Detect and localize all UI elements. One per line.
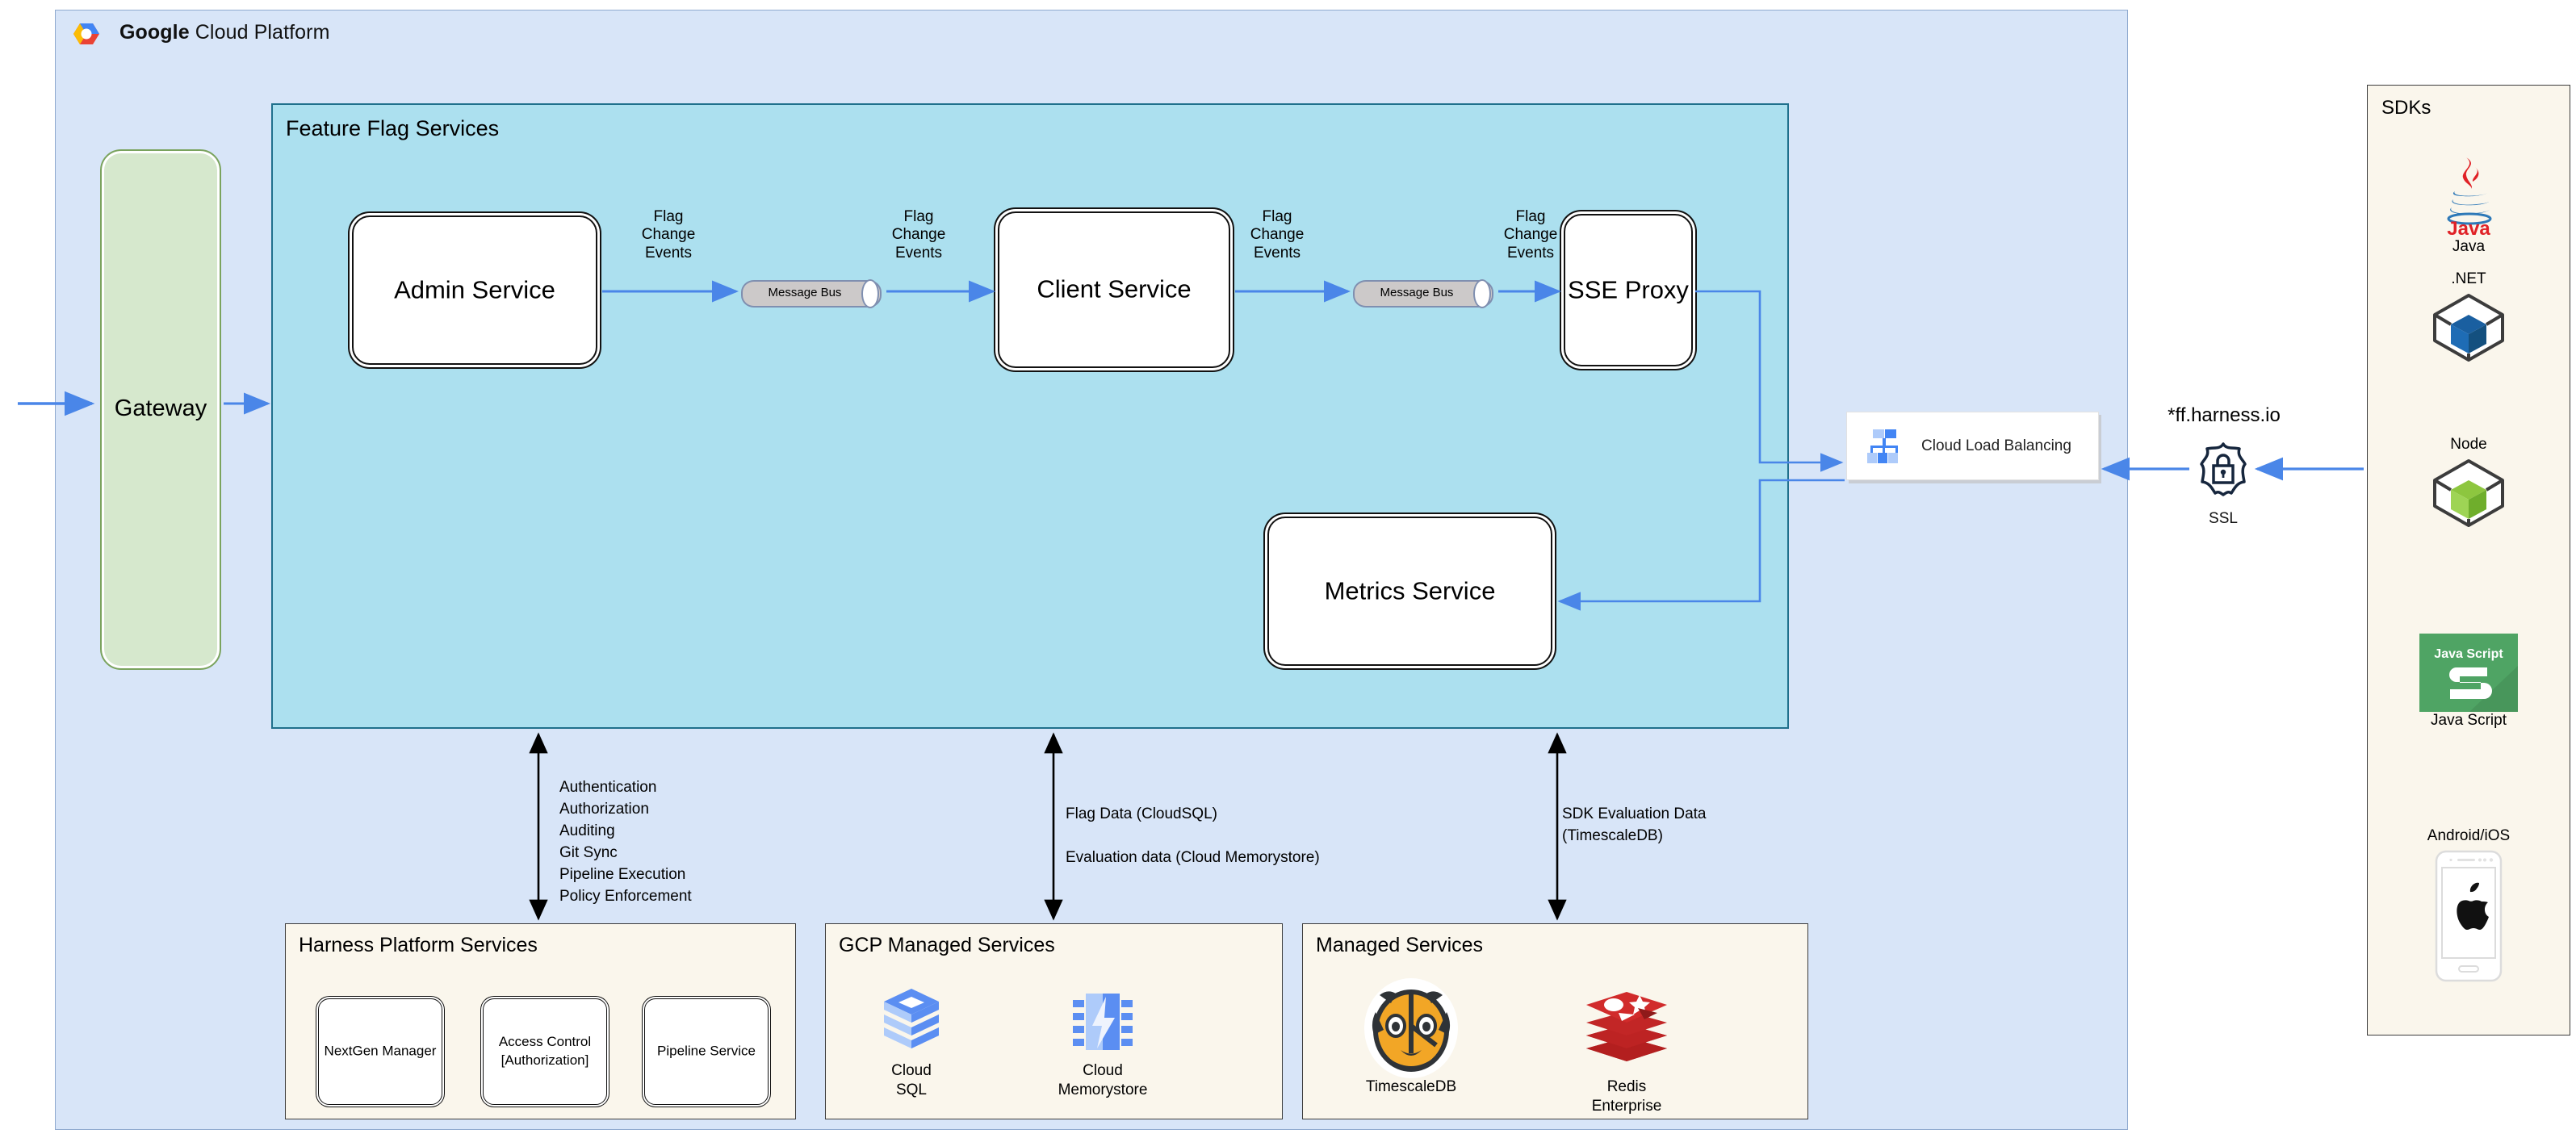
timescaledb-label: TimescaleDB [1365, 1078, 1457, 1095]
javascript-logo-text: Java Script [2434, 647, 2503, 661]
cloud-memorystore-label: Cloud Memorystore [1058, 1062, 1148, 1099]
gateway-label: Gateway [114, 395, 207, 421]
pipeline-service-box[interactable]: Pipeline Service [644, 998, 769, 1105]
gcp-panel-title: Google Cloud Platform [119, 21, 330, 44]
redis-enterprise-label: Redis Enterprise [1591, 1078, 1662, 1115]
gcp-managed-services-title: GCP Managed Services [839, 934, 1055, 956]
client-service-label: Client Service [1037, 274, 1192, 303]
managed-services-title: Managed Services [1316, 934, 1484, 956]
timescaledb-item[interactable] [1362, 976, 1460, 1081]
sdk-item-java-label: Java [2452, 238, 2486, 255]
annotation-gcp-data: Flag Data (CloudSQL) Evaluation data (Cl… [1066, 805, 1320, 866]
dotnet-cube-icon [2433, 294, 2504, 362]
metrics-service-label: Metrics Service [1324, 576, 1496, 605]
admin-service-box[interactable]: Admin Service [352, 215, 597, 365]
cloud-sql-item[interactable] [881, 987, 942, 1056]
cloud-memorystore-icon [1073, 994, 1133, 1050]
gateway-box[interactable] [100, 149, 221, 670]
nextgen-manager-box[interactable]: NextGen Manager [318, 998, 442, 1105]
harness-platform-services-panel: Harness Platform Services NextGen Manage… [285, 923, 796, 1119]
sdks-panel-title: SDKs [2381, 97, 2431, 119]
metrics-service-box[interactable]: Metrics Service [1267, 517, 1552, 666]
sdk-item-java[interactable]: Java Java [2367, 149, 2570, 261]
sdk-item-dotnet-label: .NET [2451, 270, 2486, 287]
annotation-harness-capabilities: Authentication Authorization Auditing Gi… [559, 779, 692, 905]
mobile-phone-apple-icon [2435, 850, 2503, 982]
ff-domain-label: *ff.harness.io [2168, 404, 2281, 426]
feature-flag-services-panel [271, 103, 1789, 729]
edge-label-flag-change-events-3: Flag Change Events [1250, 208, 1305, 261]
gcp-brand-bold: Google [119, 21, 190, 44]
sdk-item-node-label: Node [2450, 436, 2487, 453]
edge-label-flag-change-events-1: Flag Change Events [641, 208, 696, 261]
pipeline-service-label: Pipeline Service [657, 1043, 756, 1059]
redis-enterprise-item[interactable] [1581, 987, 1672, 1071]
managed-services-panel: Managed Services TimescaleDB [1302, 923, 1808, 1119]
svg-text:Java: Java [2447, 218, 2490, 240]
message-bus-body [1353, 280, 1493, 308]
javascript-logo-icon: Java Script [2419, 634, 2518, 712]
harness-platform-services-title: Harness Platform Services [299, 934, 538, 956]
message-bus-body [741, 280, 882, 308]
sdk-item-android-ios-label: Android/iOS [2427, 827, 2511, 844]
gcp-brand-rest: Cloud Platform [189, 21, 330, 44]
feature-flag-services-title: Feature Flag Services [286, 116, 500, 140]
node-cube-icon [2433, 459, 2504, 527]
access-control-box[interactable]: Access Control [Authorization] [483, 998, 607, 1105]
access-control-label: Access Control [Authorization] [498, 1034, 592, 1068]
gcp-managed-services-panel: GCP Managed Services Cloud SQL [825, 923, 1283, 1119]
admin-service-label: Admin Service [394, 275, 555, 304]
message-bus-cap [1473, 279, 1491, 308]
cloud-load-balancing-card[interactable]: Cloud Load Balancing [1846, 412, 2099, 480]
sdk-item-javascript[interactable]: Java Script Java Script [2367, 634, 2570, 734]
sse-proxy-label: SSE Proxy [1568, 275, 1689, 304]
timescaledb-tiger-icon [1364, 978, 1458, 1078]
message-bus-2-label: Message Bus [1380, 285, 1454, 299]
client-service-box[interactable]: Client Service [998, 211, 1230, 368]
edge-label-flag-change-events-2: Flag Change Events [891, 208, 946, 261]
sdk-item-android-ios[interactable]: Android/iOS [2367, 827, 2570, 982]
message-bus-2[interactable]: Message Bus [1353, 279, 1493, 308]
redis-stack-icon [1586, 992, 1667, 1061]
sse-proxy-box[interactable]: SSE Proxy [1564, 214, 1693, 366]
ssl-label: SSL [2209, 510, 2238, 527]
message-bus-1[interactable]: Message Bus [741, 279, 882, 308]
sdk-item-dotnet[interactable]: .NET [2367, 270, 2570, 362]
message-bus-1-label: Message Bus [768, 285, 842, 299]
message-bus-cap [861, 279, 879, 308]
sdk-item-node[interactable]: Node [2367, 436, 2570, 528]
annotation-managed-data: SDK Evaluation Data (TimescaleDB) [1562, 805, 1707, 844]
ssl-shield-lock-icon [2194, 440, 2252, 498]
cloud-sql-label: Cloud SQL [891, 1062, 932, 1099]
cloud-load-balancing-icon [1866, 428, 1908, 465]
cloud-load-balancing-label: Cloud Load Balancing [1921, 437, 2071, 454]
cloud-sql-icon [884, 989, 939, 1048]
cloud-memorystore-item[interactable] [1068, 987, 1137, 1056]
edge-label-flag-change-events-4: Flag Change Events [1503, 208, 1558, 261]
nextgen-manager-label: NextGen Manager [324, 1043, 437, 1059]
sdk-item-javascript-label: Java Script [2431, 712, 2507, 729]
google-cloud-platform-logo-icon [71, 19, 102, 49]
